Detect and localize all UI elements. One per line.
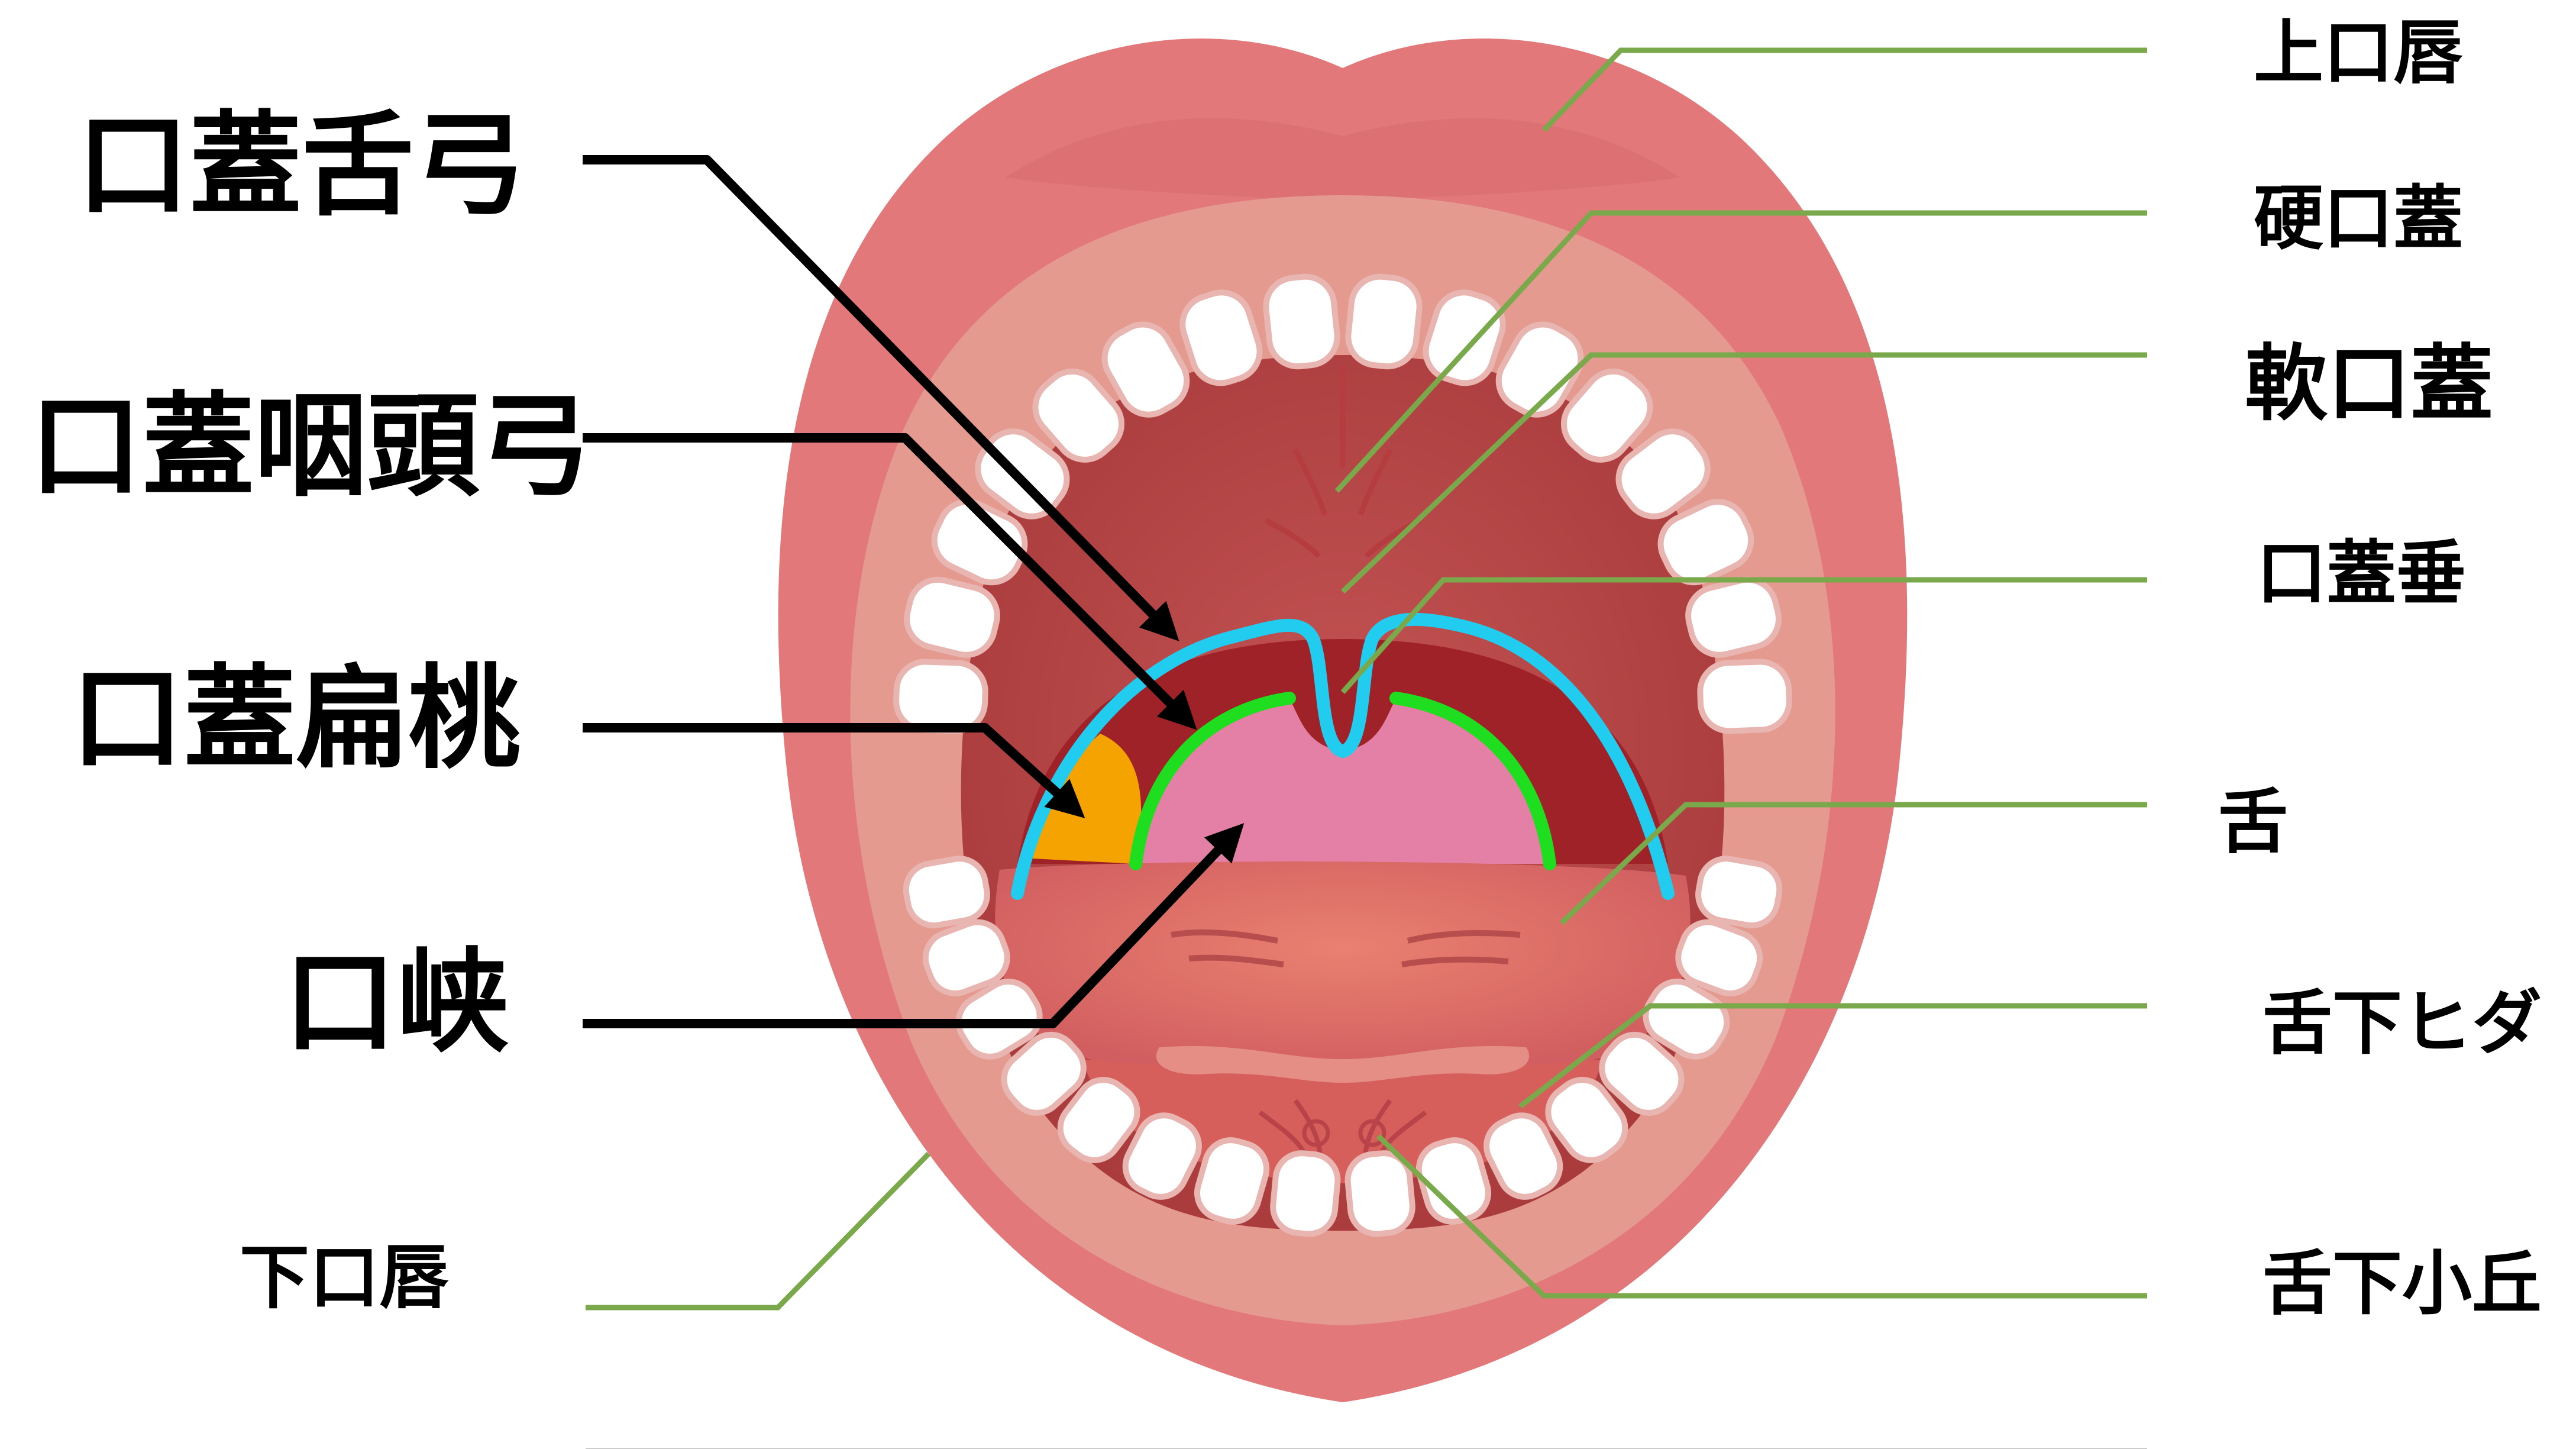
label-sublingual-caruncle: 舌下小丘 xyxy=(2263,1248,2542,1318)
label-palatopharyngeal-arch: 口蓋咽頭弓 xyxy=(30,391,592,503)
upper-tooth xyxy=(1263,274,1340,369)
label-hard-palate: 硬口蓋 xyxy=(2254,183,2463,253)
lower-tooth xyxy=(1694,854,1783,930)
label-soft-palate: 軟口蓋 xyxy=(2245,343,2493,426)
label-fauces: 口峡 xyxy=(284,947,509,1059)
label-palatoglossal-arch: 口蓋舌弓 xyxy=(77,109,526,222)
upper-tooth xyxy=(1346,274,1423,369)
label-upper-lip: 上口唇 xyxy=(2254,18,2463,88)
label-lower-lip: 下口唇 xyxy=(240,1243,449,1312)
label-sublingual-fold: 舌下ヒダ xyxy=(2263,988,2542,1058)
leader-lower-lip xyxy=(586,1154,929,1308)
upper-tooth xyxy=(1699,661,1790,732)
upper-tooth xyxy=(895,661,986,732)
label-tongue: 舌 xyxy=(2218,787,2288,857)
label-uvula: 口蓋垂 xyxy=(2257,538,2466,608)
lower-tooth xyxy=(1271,1151,1340,1236)
lower-tooth xyxy=(902,854,991,930)
label-palatine-tonsil: 口蓋扁桃 xyxy=(71,663,521,775)
